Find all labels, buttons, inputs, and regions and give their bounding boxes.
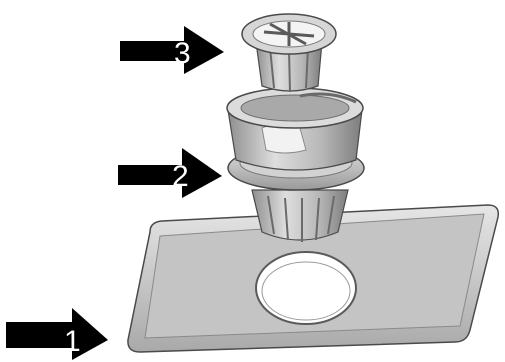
callout-arrow-3: 3 <box>120 26 224 74</box>
callout-number-1: 1 <box>64 325 81 358</box>
callout-arrow-1: 1 <box>6 308 108 360</box>
callout-arrow-2: 2 <box>118 148 222 198</box>
callout-number-2: 2 <box>172 160 189 193</box>
callout-number-3: 3 <box>174 37 191 70</box>
micro-filter-cap <box>242 14 336 92</box>
